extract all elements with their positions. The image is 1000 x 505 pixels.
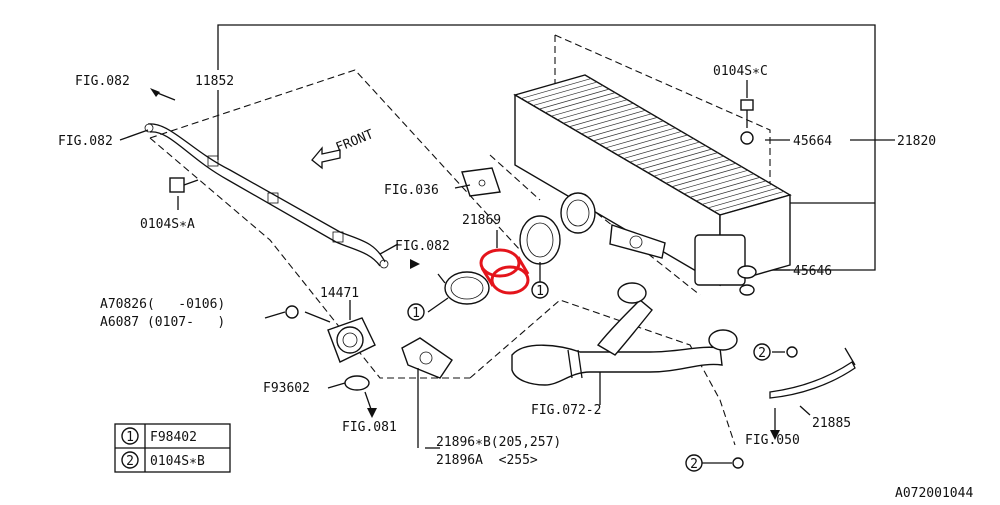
throttle-body-14471 [285,305,376,391]
legend-part-2: 0104S∗B [150,454,205,469]
label-0104sa: 0104S∗A [140,217,195,232]
cooling-fin [695,180,766,202]
callout-2-a: 2 [758,346,766,361]
cooling-fin [635,145,706,166]
label-21896b: 21896∗B(205,257) [436,435,561,450]
label-fig050: FIG.050 [745,433,800,448]
cooling-fin [659,159,730,181]
label-0104sc: 0104S∗C [713,64,768,79]
diagram-code: A072001044 [895,486,973,500]
cooling-fin [605,127,676,149]
cooling-fin [557,99,628,121]
cooling-fin [545,92,616,113]
label-21869: 21869 [462,213,501,228]
inlet-duct [511,282,738,386]
cooling-fin [677,169,748,191]
intercooler-core [513,74,792,287]
cooling-fin [701,184,773,205]
cooling-fin [611,131,682,152]
hose-21869-highlighted [479,248,530,295]
cooling-fin [623,138,694,159]
cooling-fin [587,117,658,138]
cooling-fin [532,85,604,106]
cooling-fin [641,148,712,170]
cooling-fin [551,95,622,117]
cooling-fin [539,88,610,110]
cooling-fin [653,155,724,177]
label-fig082-mid: FIG.082 [58,134,113,149]
callout-1-b: 1 [536,284,544,299]
label-21885: 21885 [812,416,851,431]
label-fig081: FIG.081 [342,420,397,435]
cooling-fin [617,134,688,156]
label-fig036: FIG.036 [384,183,439,198]
legend-num-2: 2 [126,454,134,469]
cooling-fin [629,141,700,163]
label-14471: 14471 [320,286,359,301]
leader-lines [119,80,811,464]
stay-21885 [732,346,856,469]
cooling-fin [665,162,736,184]
cooling-fin [689,177,760,198]
legend-num-1: 1 [126,430,134,445]
label-21896a: 21896A <255> [436,453,538,468]
cooling-fin [520,78,592,99]
label-a70826: A70826( -0106) [100,297,225,312]
label-a6087: A6087 (0107- ) [100,315,225,330]
bolt-0104sa [169,177,199,193]
callout-2-b: 2 [690,457,698,472]
cooling-fin [707,187,779,209]
label-21820: 21820 [897,134,936,149]
hose-clamps [437,215,561,305]
cooling-fin [575,109,646,131]
label-fig082-low: FIG.082 [395,239,450,254]
gasket-21896 [401,337,453,379]
front-direction-indicator: FRONT [311,127,376,170]
label-45646: 45646 [793,264,832,279]
pipe-11852 [144,123,389,269]
label-fig082-top: FIG.082 [75,74,130,89]
cooling-fin [563,102,634,124]
bracket-plate [461,167,501,197]
cooling-fin [671,166,742,188]
label-f93602: F93602 [263,381,310,396]
cooling-fin [599,124,670,145]
cooling-fin [581,113,652,135]
cooling-fin [683,173,754,195]
front-label: FRONT [334,127,376,156]
part-labels: FIG.082 11852 FIG.082 0104S∗A FIG.036 21… [58,64,973,501]
cooling-fin [593,120,664,142]
cooling-fin [647,152,718,173]
cooling-fin [526,81,598,103]
label-fig072-2: FIG.072-2 [531,403,601,418]
grommet-45646 [737,265,757,296]
callouts: 1 1 2 2 [407,281,771,472]
reference-arrows [150,88,780,440]
bolt-0104sc [740,99,754,145]
callout-1-a: 1 [412,306,420,321]
cooling-fin [713,191,785,212]
legend-part-1: F98402 [150,430,197,445]
label-45664: 45664 [793,134,832,149]
label-11852: 11852 [195,74,234,89]
cooling-fin [569,106,640,128]
legend-table: 1 F98402 2 0104S∗B [114,423,231,473]
